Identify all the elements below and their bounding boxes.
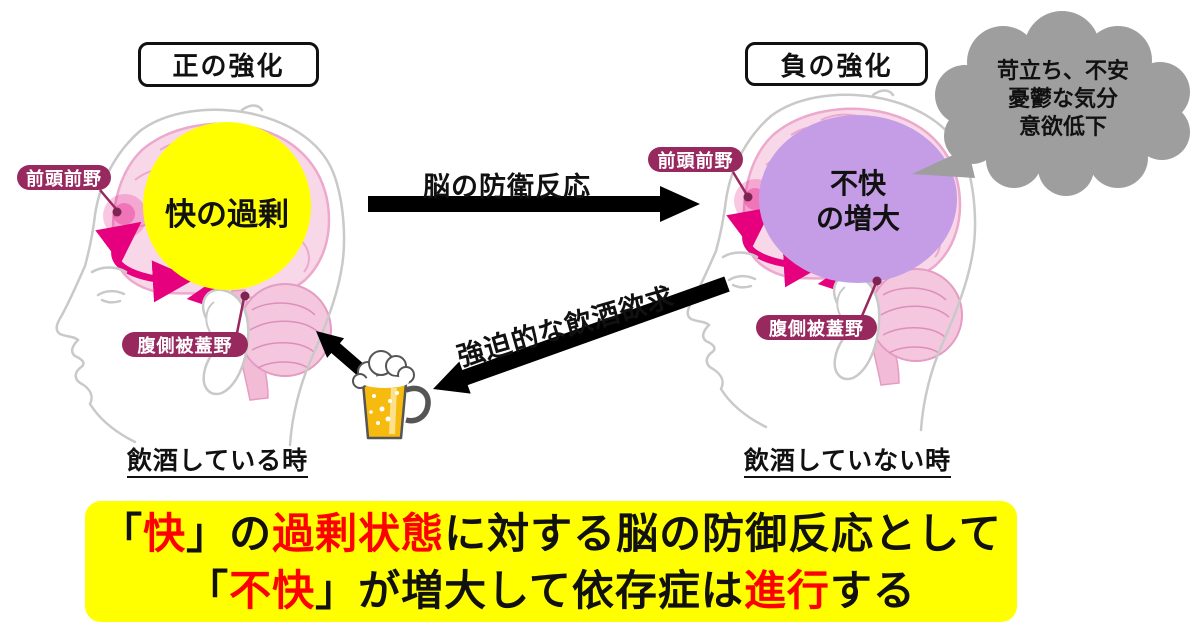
banner-line-2: 「不快」が増大して依存症は進行する (186, 562, 916, 619)
left-pfc-pill: 前頭前野 (17, 165, 111, 190)
right-pfc-pill: 前頭前野 (648, 147, 743, 172)
right-header-label: 負の強化 (780, 50, 893, 81)
banner-text: 」の (186, 509, 273, 557)
beer-mug-icon (352, 350, 431, 440)
defense-arrow (368, 186, 700, 222)
cloud-line-2: 憂鬱な気分 (1007, 86, 1118, 111)
right-caption: 飲酒していない時 (740, 441, 955, 478)
pleasure-excess-label: 快の過剰 (165, 197, 289, 232)
summary-banner: 「快」の過剰状態に対する脳の防御反応として 「不快」が増大して依存症は進行する (85, 501, 1017, 622)
banner-line-1: 「快」の過剰状態に対する脳の防御反応として (100, 505, 1002, 562)
region-connectors (99, 171, 878, 334)
displeasure-increase-ellipse (759, 115, 957, 283)
left-vta-pill: 腹側被蓋野 (122, 332, 248, 357)
thought-cloud (912, 11, 1190, 196)
banner-highlight-text: 快 (143, 509, 187, 557)
left-header-label: 正の強化 (172, 51, 285, 81)
banner-highlight-text: 不快 (229, 566, 316, 614)
displeasure-line1: 不快 (829, 168, 886, 199)
banner-text: 「 (186, 566, 230, 614)
banner-highlight-text: 進行 (743, 566, 830, 614)
displeasure-line2: の増大 (815, 203, 900, 234)
left-header-box: 正の強化 (138, 42, 319, 87)
craving-arrow (433, 276, 730, 394)
region-dots (112, 192, 882, 301)
banner-highlight-text: 過剰状態 (272, 509, 445, 557)
right-header-box: 負の強化 (745, 42, 928, 86)
cloud-line-1: 苛立ち、不安 (996, 58, 1129, 83)
banner-text: 」が増大して依存症は (315, 566, 744, 614)
banner-text: 「 (100, 509, 144, 557)
right-vta-pill: 腹側被蓋野 (756, 315, 877, 340)
banner-text: に対する脳の防御反応として (444, 509, 1002, 557)
banner-text: する (829, 566, 916, 614)
beer-to-brain-arrow (316, 331, 367, 376)
pleasure-excess-circle (143, 122, 311, 290)
cloud-line-3: 意欲低下 (1018, 114, 1107, 139)
left-caption: 飲酒している時 (115, 441, 320, 478)
displeasure-increase-label: 不快 の増大 (768, 166, 948, 236)
defense-arrow-label: 脳の防衛反応 (423, 172, 591, 202)
thought-cloud-text: 苛立ち、不安 憂鬱な気分 意欲低下 (958, 57, 1168, 141)
